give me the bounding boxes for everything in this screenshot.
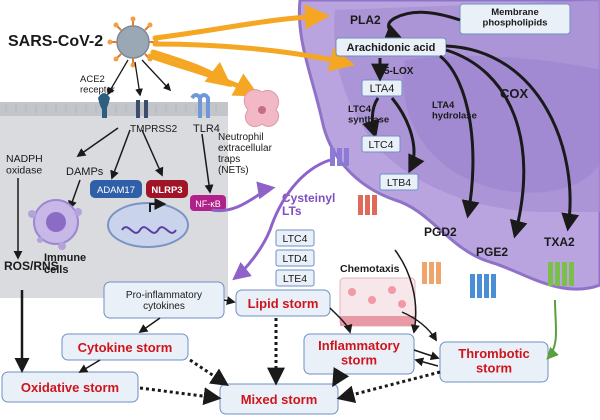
lipid-storm-box: Lipid storm <box>235 289 331 317</box>
ltb4-box <box>379 173 419 191</box>
ltb4-label: LTB4 <box>387 177 411 189</box>
virus-orange-arrows <box>147 4 355 97</box>
nfkb-pill <box>190 195 226 211</box>
signal-arrows <box>13 127 214 260</box>
mixed-storm-box: Mixed storm <box>219 383 339 415</box>
nlrp3-label: NLRP3 <box>151 185 182 196</box>
nlrp3-pill <box>146 180 188 198</box>
cytokine-storm-box: Cytokine storm <box>61 333 189 361</box>
pge2-label: PGE2 <box>476 245 508 259</box>
lox-label: 5-LOX <box>384 66 414 77</box>
pgd2-label: PGD2 <box>424 225 457 239</box>
chemotaxis-label: Chemotaxis <box>340 263 400 275</box>
receptor-icon <box>98 93 210 118</box>
pla2-arrow <box>383 10 461 41</box>
cysteinyl-arrow <box>232 158 331 281</box>
virus-small-arrows <box>107 59 172 97</box>
nfkb-to-lts-arrow <box>211 181 276 213</box>
cysteinyl-item: LTE4 <box>283 273 307 285</box>
pla2-label: PLA2 <box>350 13 381 27</box>
neutrophil-icon <box>243 89 280 128</box>
txa2-label: TXA2 <box>544 235 575 249</box>
chemotaxis-vessel <box>339 277 416 327</box>
cysteinyl-item: LTC4 <box>283 233 308 245</box>
gpcr-icon <box>330 148 574 298</box>
mixed-dotted-arrows <box>139 318 441 406</box>
tlr4-label: TLR4 <box>193 123 220 135</box>
adam17-label: ADAM17 <box>97 185 135 196</box>
mixed-storm-label: Mixed storm <box>241 392 318 407</box>
platelet-pathway-arrows <box>362 44 580 239</box>
oxidative-storm-label: Oxidative storm <box>21 380 119 395</box>
cytokine-storm-label: Cytokine storm <box>78 340 173 355</box>
txa2-arrow <box>546 299 559 360</box>
virus-icon <box>107 16 159 68</box>
virus-label: SARS-CoV-2 <box>8 33 103 50</box>
arachidonic-label: Arachidonic acid <box>347 42 436 54</box>
damps-label: DAMPs <box>66 166 104 178</box>
ltc4-box <box>361 135 401 153</box>
lipid-storm-label: Lipid storm <box>248 296 319 311</box>
tmprss2-label: TMPRSS2 <box>130 124 178 135</box>
nucleus-icon <box>107 198 189 248</box>
oxidative-storm-box: Oxidative storm <box>1 371 139 403</box>
nfkb-label: NF-κB <box>195 199 221 209</box>
ros-label: ROS/RNS <box>4 259 59 273</box>
adam17-pill <box>90 180 142 198</box>
cysteinyl-item: LTD4 <box>283 253 308 265</box>
lta4-label: LTA4 <box>370 83 395 95</box>
ltc4-label: LTC4 <box>369 139 394 151</box>
storm-arrows <box>14 249 440 373</box>
immune-cell-icon <box>28 199 82 250</box>
cysteinyl-list: LTC4 LTD4 LTE4 <box>275 229 315 287</box>
